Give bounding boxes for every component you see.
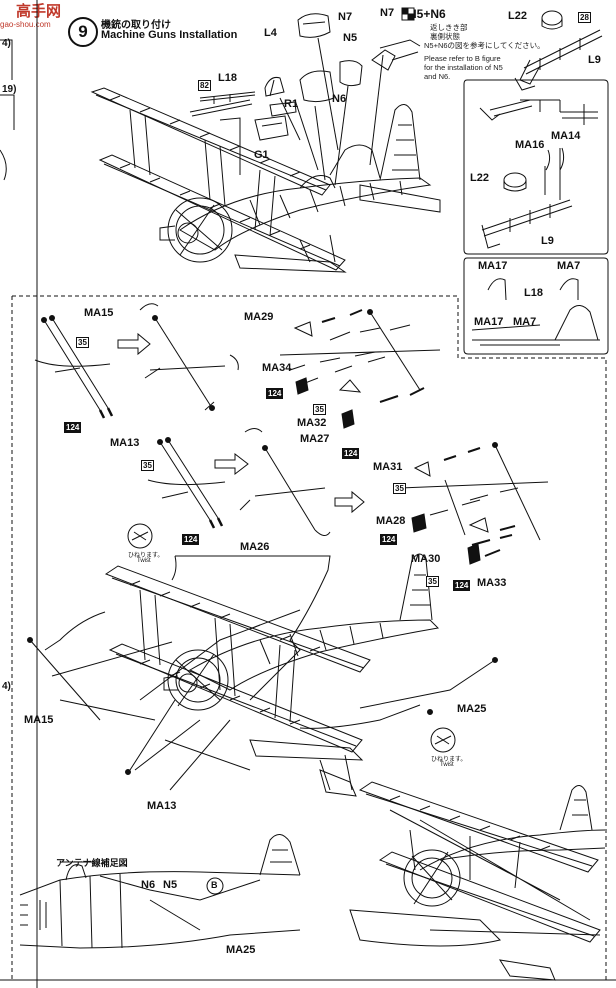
part-badge: 35 [393,483,406,494]
label-ma27: MA27 [300,433,330,445]
label-b-ref: B [211,880,218,890]
label-ma14: MA14 [551,130,581,142]
part-badge: 124 [380,534,398,545]
logo-url: gao-shou.com [0,20,51,29]
rigged-airplane-drawing [104,553,440,797]
part-badge: 82 [198,80,211,91]
part-badge: 124 [453,580,471,591]
site-logo: 高手网 gao-shou.com [0,0,66,34]
label-ma26: MA26 [240,541,270,553]
label-g1: G1 [254,149,269,161]
label-ma7-b: MA7 [513,316,537,328]
label-ma13-bottom: MA13 [147,800,177,812]
step-title-jp: 機銃の取り付け [101,20,171,31]
twist-label-jp: ひねります。 [128,553,164,559]
label-ma15-top: MA15 [84,307,114,319]
label-ma7-a: MA7 [557,260,581,272]
part-badge: 35 [426,576,439,587]
label-n6-bottom: N6 [141,879,156,891]
label-l18: L18 [218,72,237,84]
label-l9-top: L9 [588,54,601,66]
twist-label-jp: ひねります。 [431,757,467,763]
label-l22-top: L22 [508,10,527,22]
antenna-note: アンテナ線補足図 [56,858,128,868]
part-badge: 124 [342,448,360,459]
label-n7-top: N7 [338,11,353,23]
label-ma25-bottom: MA25 [226,944,256,956]
label-n5: N5 [343,32,358,44]
label-ma30: MA30 [411,553,441,565]
part-badge: 35 [76,337,89,348]
note-line: 裏側状態 [430,32,460,41]
note-line: 返しきき部 [430,23,468,32]
note-line: and N6. [424,72,451,81]
note-line: N5+N6の図を参考にしてください。 [424,41,545,50]
part-badge: 35 [141,460,154,471]
logo-text: 高手网 [16,3,62,20]
label-l9-inset: L9 [541,235,554,247]
label-ma25-right: MA25 [457,703,487,715]
twist-label-en: Twist [137,558,151,564]
top-airplane-drawing [90,87,441,273]
label-ma15-bottom: MA15 [24,714,54,726]
part-badge: 124 [64,422,82,433]
antenna-figure [19,834,301,949]
note-line: Please refer to B figure [424,54,501,63]
note-title: N5+N6 [408,7,446,21]
label-ma13-top: MA13 [110,437,140,449]
label-n6: N6 [332,93,347,105]
left-fragment: 4) [2,38,11,49]
step-number: 9 [68,17,98,47]
label-ma28: MA28 [376,515,406,527]
label-ma33: MA33 [477,577,507,589]
label-l4: L4 [264,27,277,39]
finished-airplane-drawing [349,781,606,981]
label-r1: R1 [284,98,299,110]
label-ma34: MA34 [262,362,292,374]
label-l18-inset: L18 [524,287,543,299]
label-ma29: MA29 [244,311,274,323]
label-ma16: MA16 [515,139,545,151]
label-ma32: MA32 [297,417,327,429]
part-badge: 124 [266,388,284,399]
part-badge: 124 [182,534,200,545]
left-fragment: 19) [2,84,17,95]
step-title-en: Machine Guns Installation [101,29,238,41]
label-n5-bottom: N5 [163,879,178,891]
part-badge: 28 [578,12,591,23]
twist-label-en: Twist [440,762,454,768]
note-line: for the installation of N5 [424,63,503,72]
label-l22-inset: L22 [470,172,489,184]
label-ma17-b: MA17 [474,316,504,328]
label-ma17-a: MA17 [478,260,508,272]
gun-assembly-top [514,10,603,91]
part-badge: 35 [313,404,326,415]
left-fragment: 4) [2,681,11,692]
label-ma31: MA31 [373,461,403,473]
label-n7-left: N7 [380,7,395,19]
